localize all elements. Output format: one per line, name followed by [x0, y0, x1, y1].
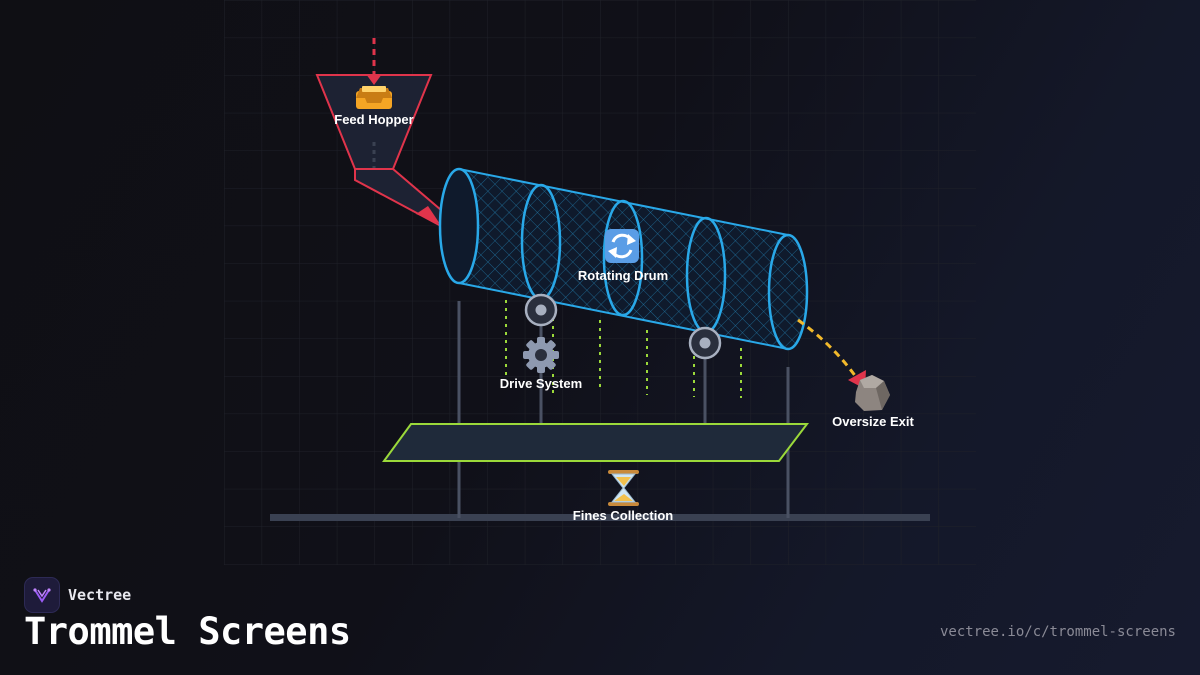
drive-system-label: Drive System — [500, 376, 582, 391]
inbox-tray-icon — [356, 86, 392, 109]
base-rail — [270, 514, 930, 521]
page-title: Trommel Screens — [24, 610, 351, 653]
rock-icon — [855, 375, 890, 411]
feed-hopper — [315, 74, 442, 228]
feed-hopper-label: Feed Hopper — [334, 112, 413, 127]
hourglass-icon — [608, 470, 639, 506]
fines-collection-label: Fines Collection — [573, 508, 673, 523]
drive-rollers — [524, 293, 722, 360]
feed-input-arrow — [366, 38, 382, 85]
page-url[interactable]: vectree.io/c/trommel-screens — [939, 624, 1176, 640]
fines-collection-tray — [382, 423, 810, 462]
brand: Vectree — [24, 577, 131, 613]
rotating-drum-label: Rotating Drum — [578, 268, 668, 283]
oversize-exit-label: Oversize Exit — [832, 414, 914, 429]
gear-icon — [523, 337, 559, 373]
brand-name: Vectree — [68, 586, 132, 604]
rotate-arrows-icon — [605, 229, 639, 263]
vectree-logo-icon — [24, 577, 60, 613]
